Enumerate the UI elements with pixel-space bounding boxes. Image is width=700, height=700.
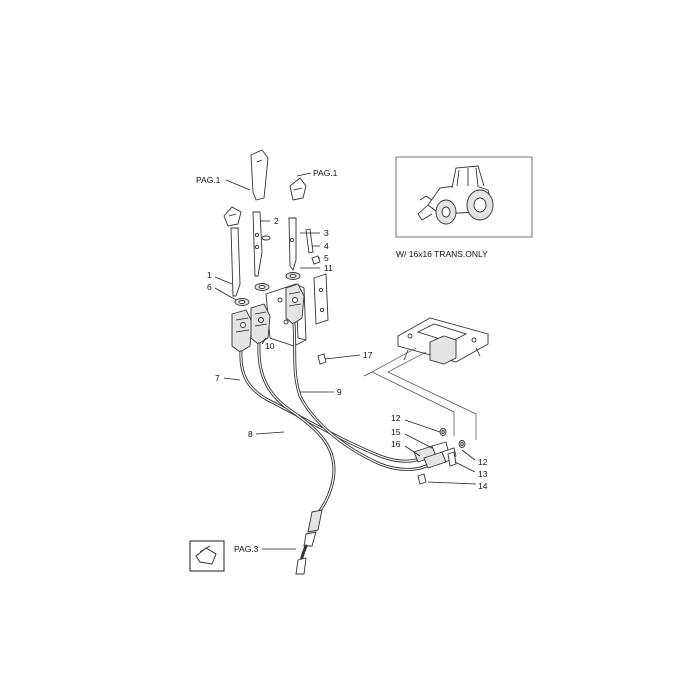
inset-caption: W/ 16x16 TRANS.ONLY — [396, 249, 488, 259]
bolt-part — [417, 473, 427, 485]
tractor-inset — [395, 156, 533, 238]
page-ref-top-right: PAG.1 — [313, 168, 338, 178]
spacer-part — [311, 255, 321, 265]
callout-4: 4 — [324, 241, 329, 251]
lever-rod-right — [288, 217, 297, 271]
callout-5: 5 — [324, 253, 329, 263]
routing-line — [371, 347, 455, 436]
cable-end-lower — [295, 509, 323, 575]
clip-part-17 — [317, 353, 327, 365]
callout-7: 7 — [215, 373, 220, 383]
callout-14: 14 — [478, 481, 488, 491]
callout-3: 3 — [324, 228, 329, 238]
callout-11: 11 — [324, 263, 333, 273]
lever-rod-left — [230, 227, 241, 297]
callout-2: 2 — [274, 216, 279, 226]
clip-part — [261, 235, 271, 241]
lever-knob-right — [289, 177, 307, 201]
page-ref-bottom: PAG.3 — [234, 544, 259, 554]
callout-12-upper: 12 — [391, 413, 401, 423]
shift-unit-right — [285, 283, 305, 325]
shift-unit-left — [231, 309, 253, 353]
lever-rod-center — [252, 211, 263, 277]
callout-15: 15 — [391, 427, 401, 437]
callout-8: 8 — [248, 429, 253, 439]
callout-9: 9 — [337, 387, 342, 397]
pin-part — [305, 228, 314, 254]
lever-knob-left — [223, 206, 242, 227]
routing-line-2 — [387, 351, 477, 440]
cable-9 — [292, 322, 428, 471]
shift-unit-center — [250, 303, 271, 345]
book-page-icon — [189, 540, 225, 572]
callout-17: 17 — [363, 350, 373, 360]
callout-1: 1 — [207, 270, 212, 280]
leader-lines — [214, 220, 477, 485]
transmission-cover — [396, 317, 490, 365]
callout-13: 13 — [478, 469, 488, 479]
tractor-icon — [417, 165, 494, 225]
callout-16: 16 — [391, 439, 401, 449]
callout-12-lower: 12 — [478, 457, 488, 467]
cable-8 — [257, 342, 336, 518]
cable-7 — [239, 350, 418, 463]
callout-10: 10 — [265, 341, 275, 351]
clip-part-2 — [447, 451, 457, 467]
lever-knob-center — [250, 149, 269, 201]
callout-6: 6 — [207, 282, 212, 292]
page-ref-top-left: PAG.1 — [196, 175, 221, 185]
